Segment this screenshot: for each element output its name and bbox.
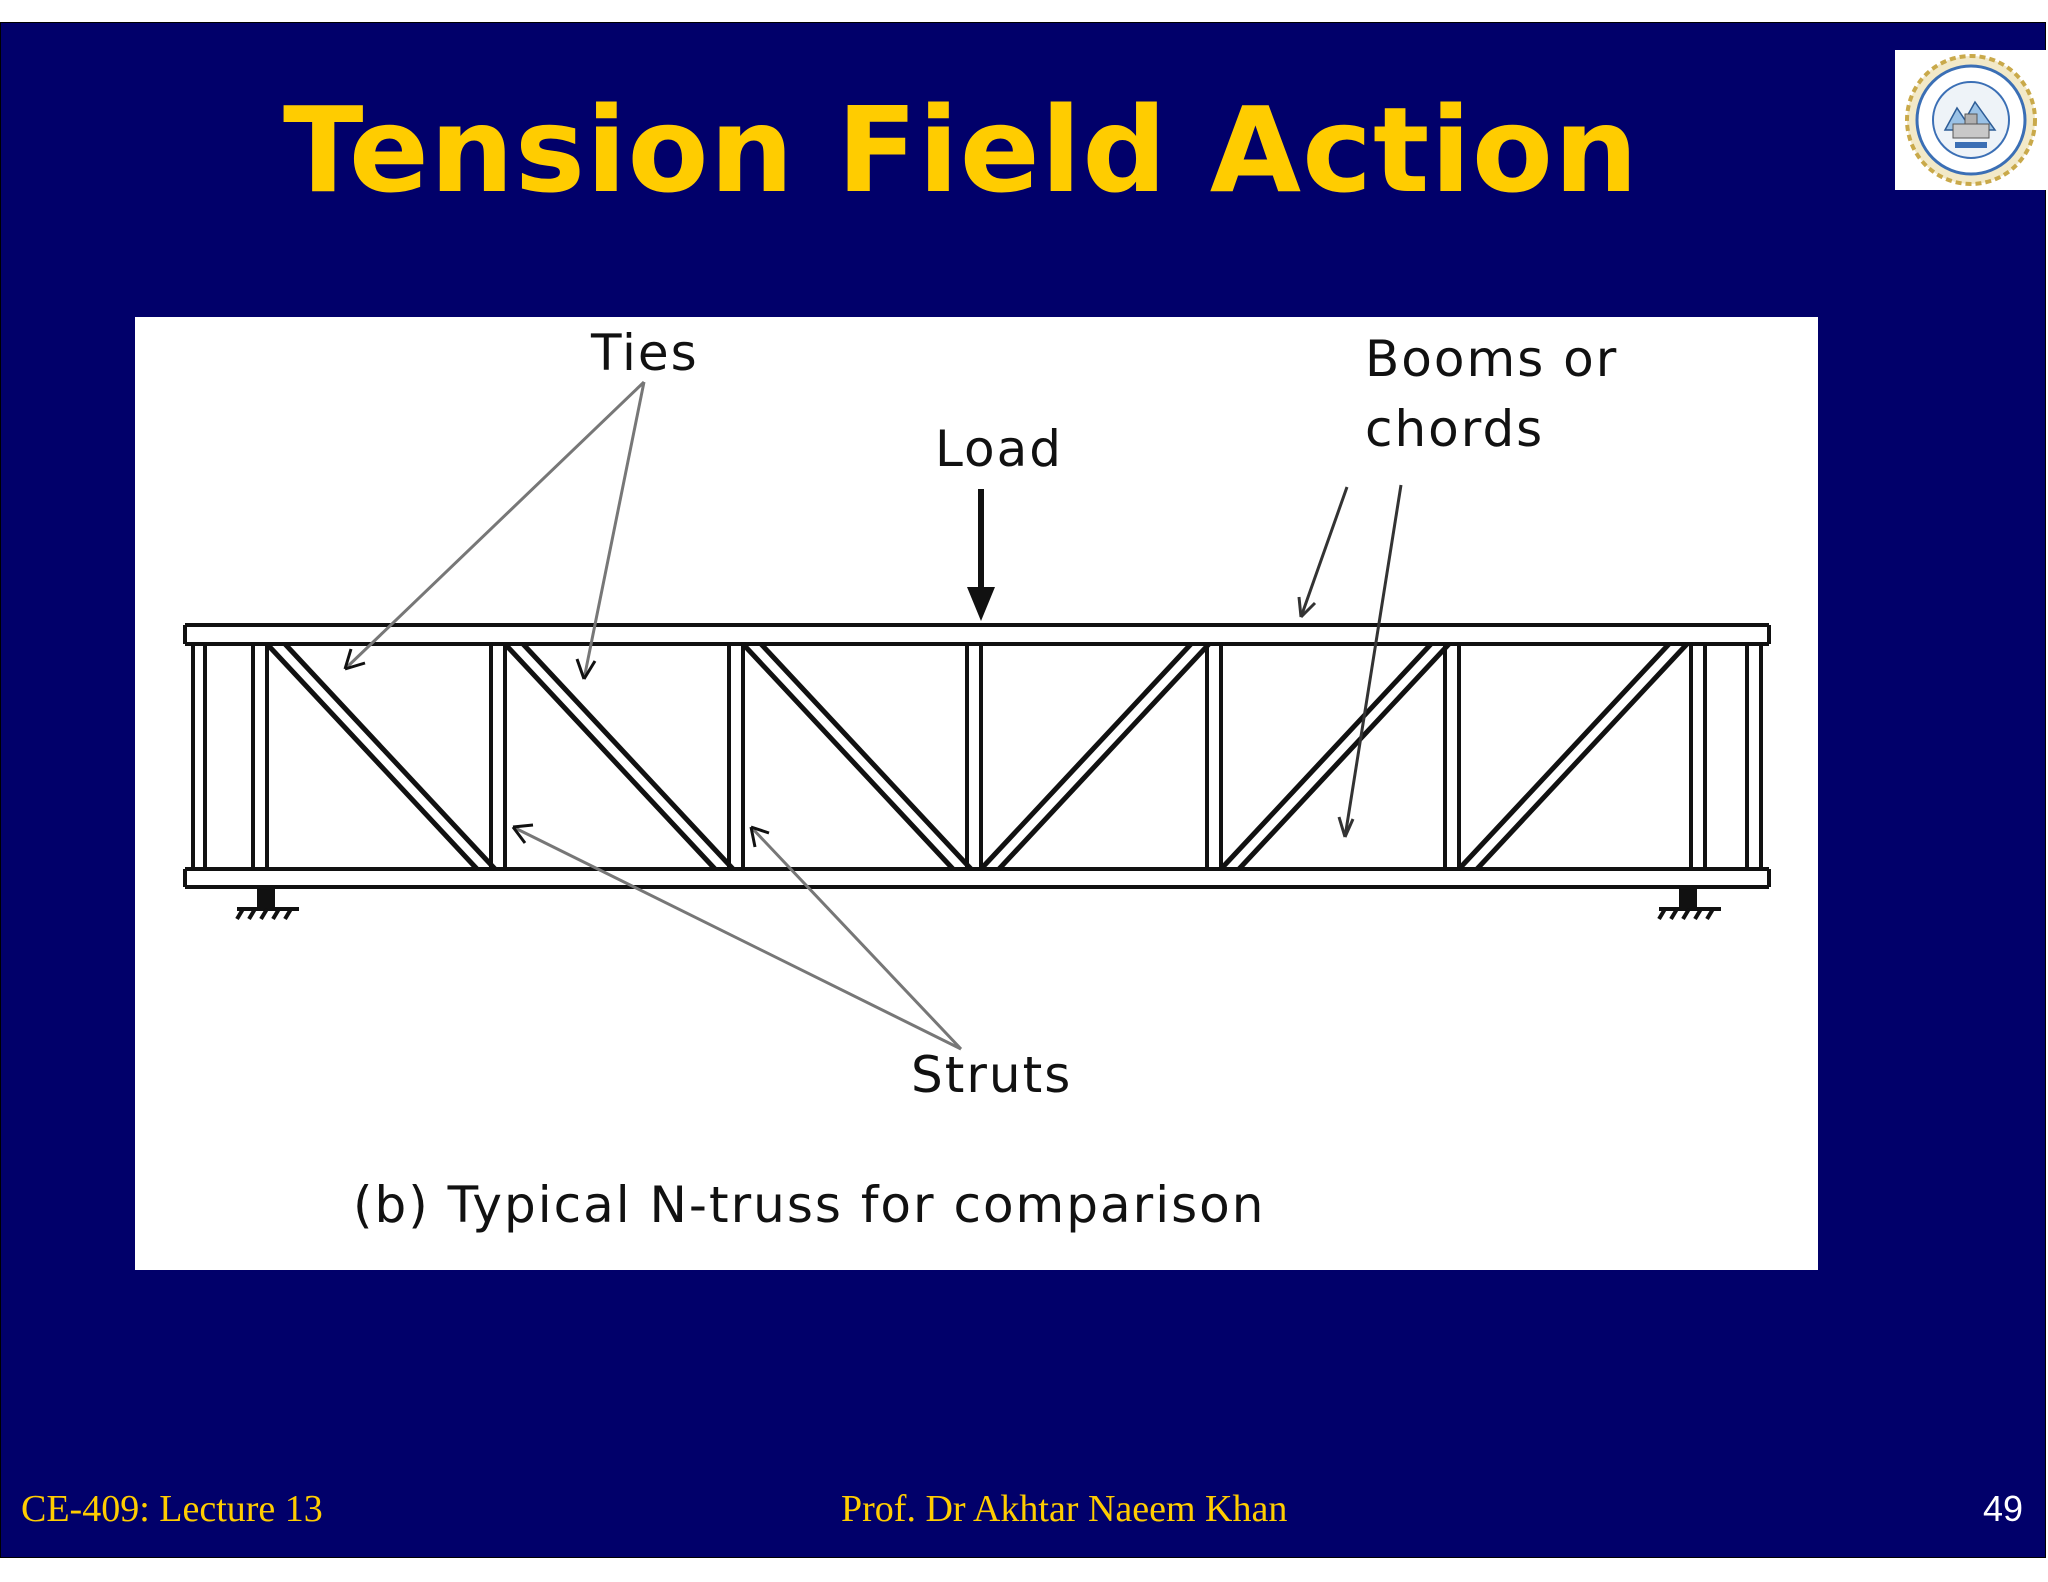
ties-label: Ties <box>591 324 699 382</box>
struts-label: Struts <box>911 1046 1073 1104</box>
footer-author: Prof. Dr Akhtar Naeem Khan <box>841 1488 1288 1530</box>
diagonal-members <box>265 642 1689 871</box>
figure-caption: (b) Typical N-truss for comparison <box>353 1176 1266 1234</box>
load-arrow <box>967 489 995 621</box>
university-seal-icon <box>1895 50 2047 190</box>
footer-course: CE-409: Lecture 13 <box>21 1488 323 1530</box>
load-label: Load <box>935 420 1063 478</box>
slide: Tension Field Action <box>0 22 2047 1558</box>
struts-leaders <box>511 823 963 1051</box>
n-truss-diagram <box>183 380 1771 1051</box>
right-support <box>1657 885 1721 921</box>
seal-graphic <box>1905 54 2037 186</box>
booms-leaders <box>1297 484 1403 838</box>
page-number: 49 <box>1983 1488 2024 1529</box>
left-support <box>235 885 299 921</box>
vertical-members <box>191 644 1763 869</box>
top-chord <box>183 623 1771 646</box>
booms-label-line2: chords <box>1365 400 1545 458</box>
slide-title: Tension Field Action <box>283 81 1639 219</box>
booms-label-line1: Booms or <box>1365 330 1619 388</box>
bottom-chord <box>183 867 1771 889</box>
n-truss-figure: Ties Load Booms or chords Struts (b) Typ… <box>135 317 1818 1270</box>
ties-leaders <box>343 380 646 680</box>
